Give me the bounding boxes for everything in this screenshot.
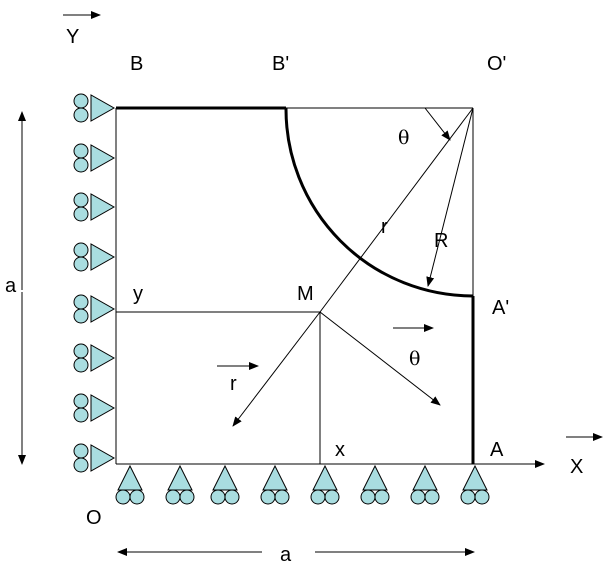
left-roller-support xyxy=(73,143,116,173)
r-direction-arrow xyxy=(232,311,321,427)
bottom-roller-support xyxy=(460,464,490,505)
label-A-prime: A' xyxy=(492,297,509,319)
bottom-roller-support xyxy=(165,464,195,505)
label-y-axis: Y xyxy=(66,26,79,48)
radius-line-r xyxy=(319,107,474,313)
label-O-prime: O' xyxy=(487,53,506,75)
label-x: x xyxy=(335,439,345,461)
radius-R-arrow xyxy=(426,107,474,287)
left-roller-support xyxy=(73,393,116,423)
bottom-roller-support xyxy=(115,464,145,505)
label-B-prime: B' xyxy=(272,53,289,75)
theta-direction-arrow xyxy=(319,311,441,406)
label-A: A xyxy=(490,439,504,461)
left-roller-support xyxy=(73,192,116,222)
label-r-radius: r xyxy=(381,216,388,238)
bottom-roller-support xyxy=(210,464,240,505)
bottom-roller-support xyxy=(410,464,440,505)
label-M: M xyxy=(297,283,314,305)
bottom-roller-supports xyxy=(115,464,490,505)
label-theta-angle: θ xyxy=(398,127,409,149)
label-x-axis: X xyxy=(570,456,583,478)
bottom-roller-support xyxy=(310,464,340,505)
left-roller-support xyxy=(73,93,116,123)
left-roller-support xyxy=(73,242,116,272)
label-R-radius: R xyxy=(434,230,448,252)
label-a-left: a xyxy=(5,275,17,297)
left-roller-support xyxy=(73,294,116,324)
bottom-roller-support xyxy=(260,464,290,505)
label-a-bottom: a xyxy=(280,544,292,565)
left-roller-support xyxy=(73,343,116,373)
theta-angle-arrow xyxy=(424,107,451,141)
left-roller-support xyxy=(73,443,116,473)
bottom-roller-support xyxy=(360,464,390,505)
label-B: B xyxy=(130,53,143,75)
quarter-circle-hole xyxy=(284,107,474,298)
label-O: O xyxy=(86,507,102,529)
left-roller-supports xyxy=(73,93,116,473)
label-y: y xyxy=(133,283,143,305)
label-r-vector: r xyxy=(230,373,237,395)
label-theta-vector: θ xyxy=(409,348,420,370)
